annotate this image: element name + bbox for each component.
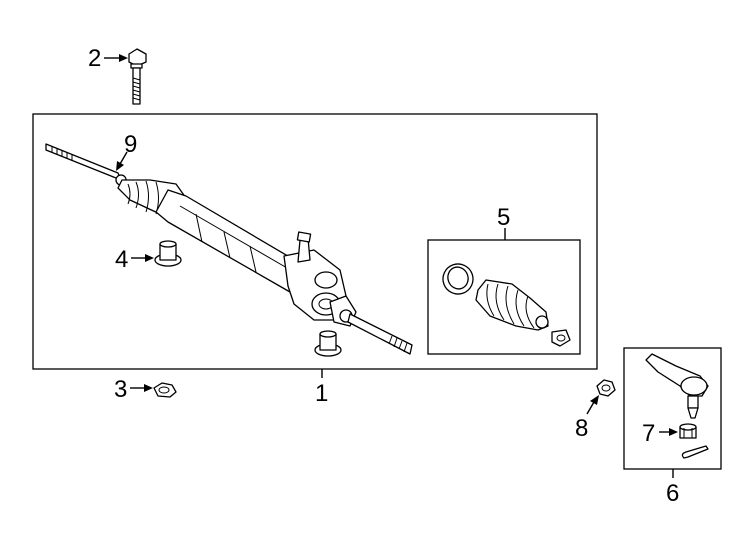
- mount-bushing-part: [154, 240, 182, 267]
- cotter-pin-part: [681, 445, 709, 459]
- boot-kit-frame: [427, 239, 581, 355]
- inner-tie-rod-part: [45, 143, 127, 186]
- castle-nut-part: [679, 423, 697, 439]
- boot-kit-part: [442, 263, 571, 347]
- leader-4: [131, 254, 154, 262]
- callout-5: 5: [497, 204, 510, 231]
- bolt-part: [128, 48, 147, 105]
- callout-3: 3: [114, 376, 127, 403]
- rack-assembly-frame: [32, 113, 598, 370]
- mount-bushing-lower-part: [314, 330, 342, 357]
- leader-3: [130, 384, 153, 392]
- callout-6: 6: [666, 480, 679, 507]
- leader-2: [104, 54, 128, 62]
- steering-rack-part: [117, 179, 413, 355]
- callout-2: 2: [88, 45, 101, 72]
- callout-1: 1: [315, 380, 328, 407]
- callout-8: 8: [575, 415, 588, 442]
- callout-9: 9: [124, 131, 137, 158]
- leader-7: [659, 428, 678, 436]
- callout-4: 4: [115, 246, 128, 273]
- leader-9: [116, 151, 128, 171]
- tie-rod-nut-part: [596, 379, 616, 397]
- callout-7: 7: [642, 420, 655, 447]
- leader-8: [586, 395, 599, 415]
- tie-rod-end-part: [645, 353, 709, 419]
- hex-nut-part: [153, 382, 177, 398]
